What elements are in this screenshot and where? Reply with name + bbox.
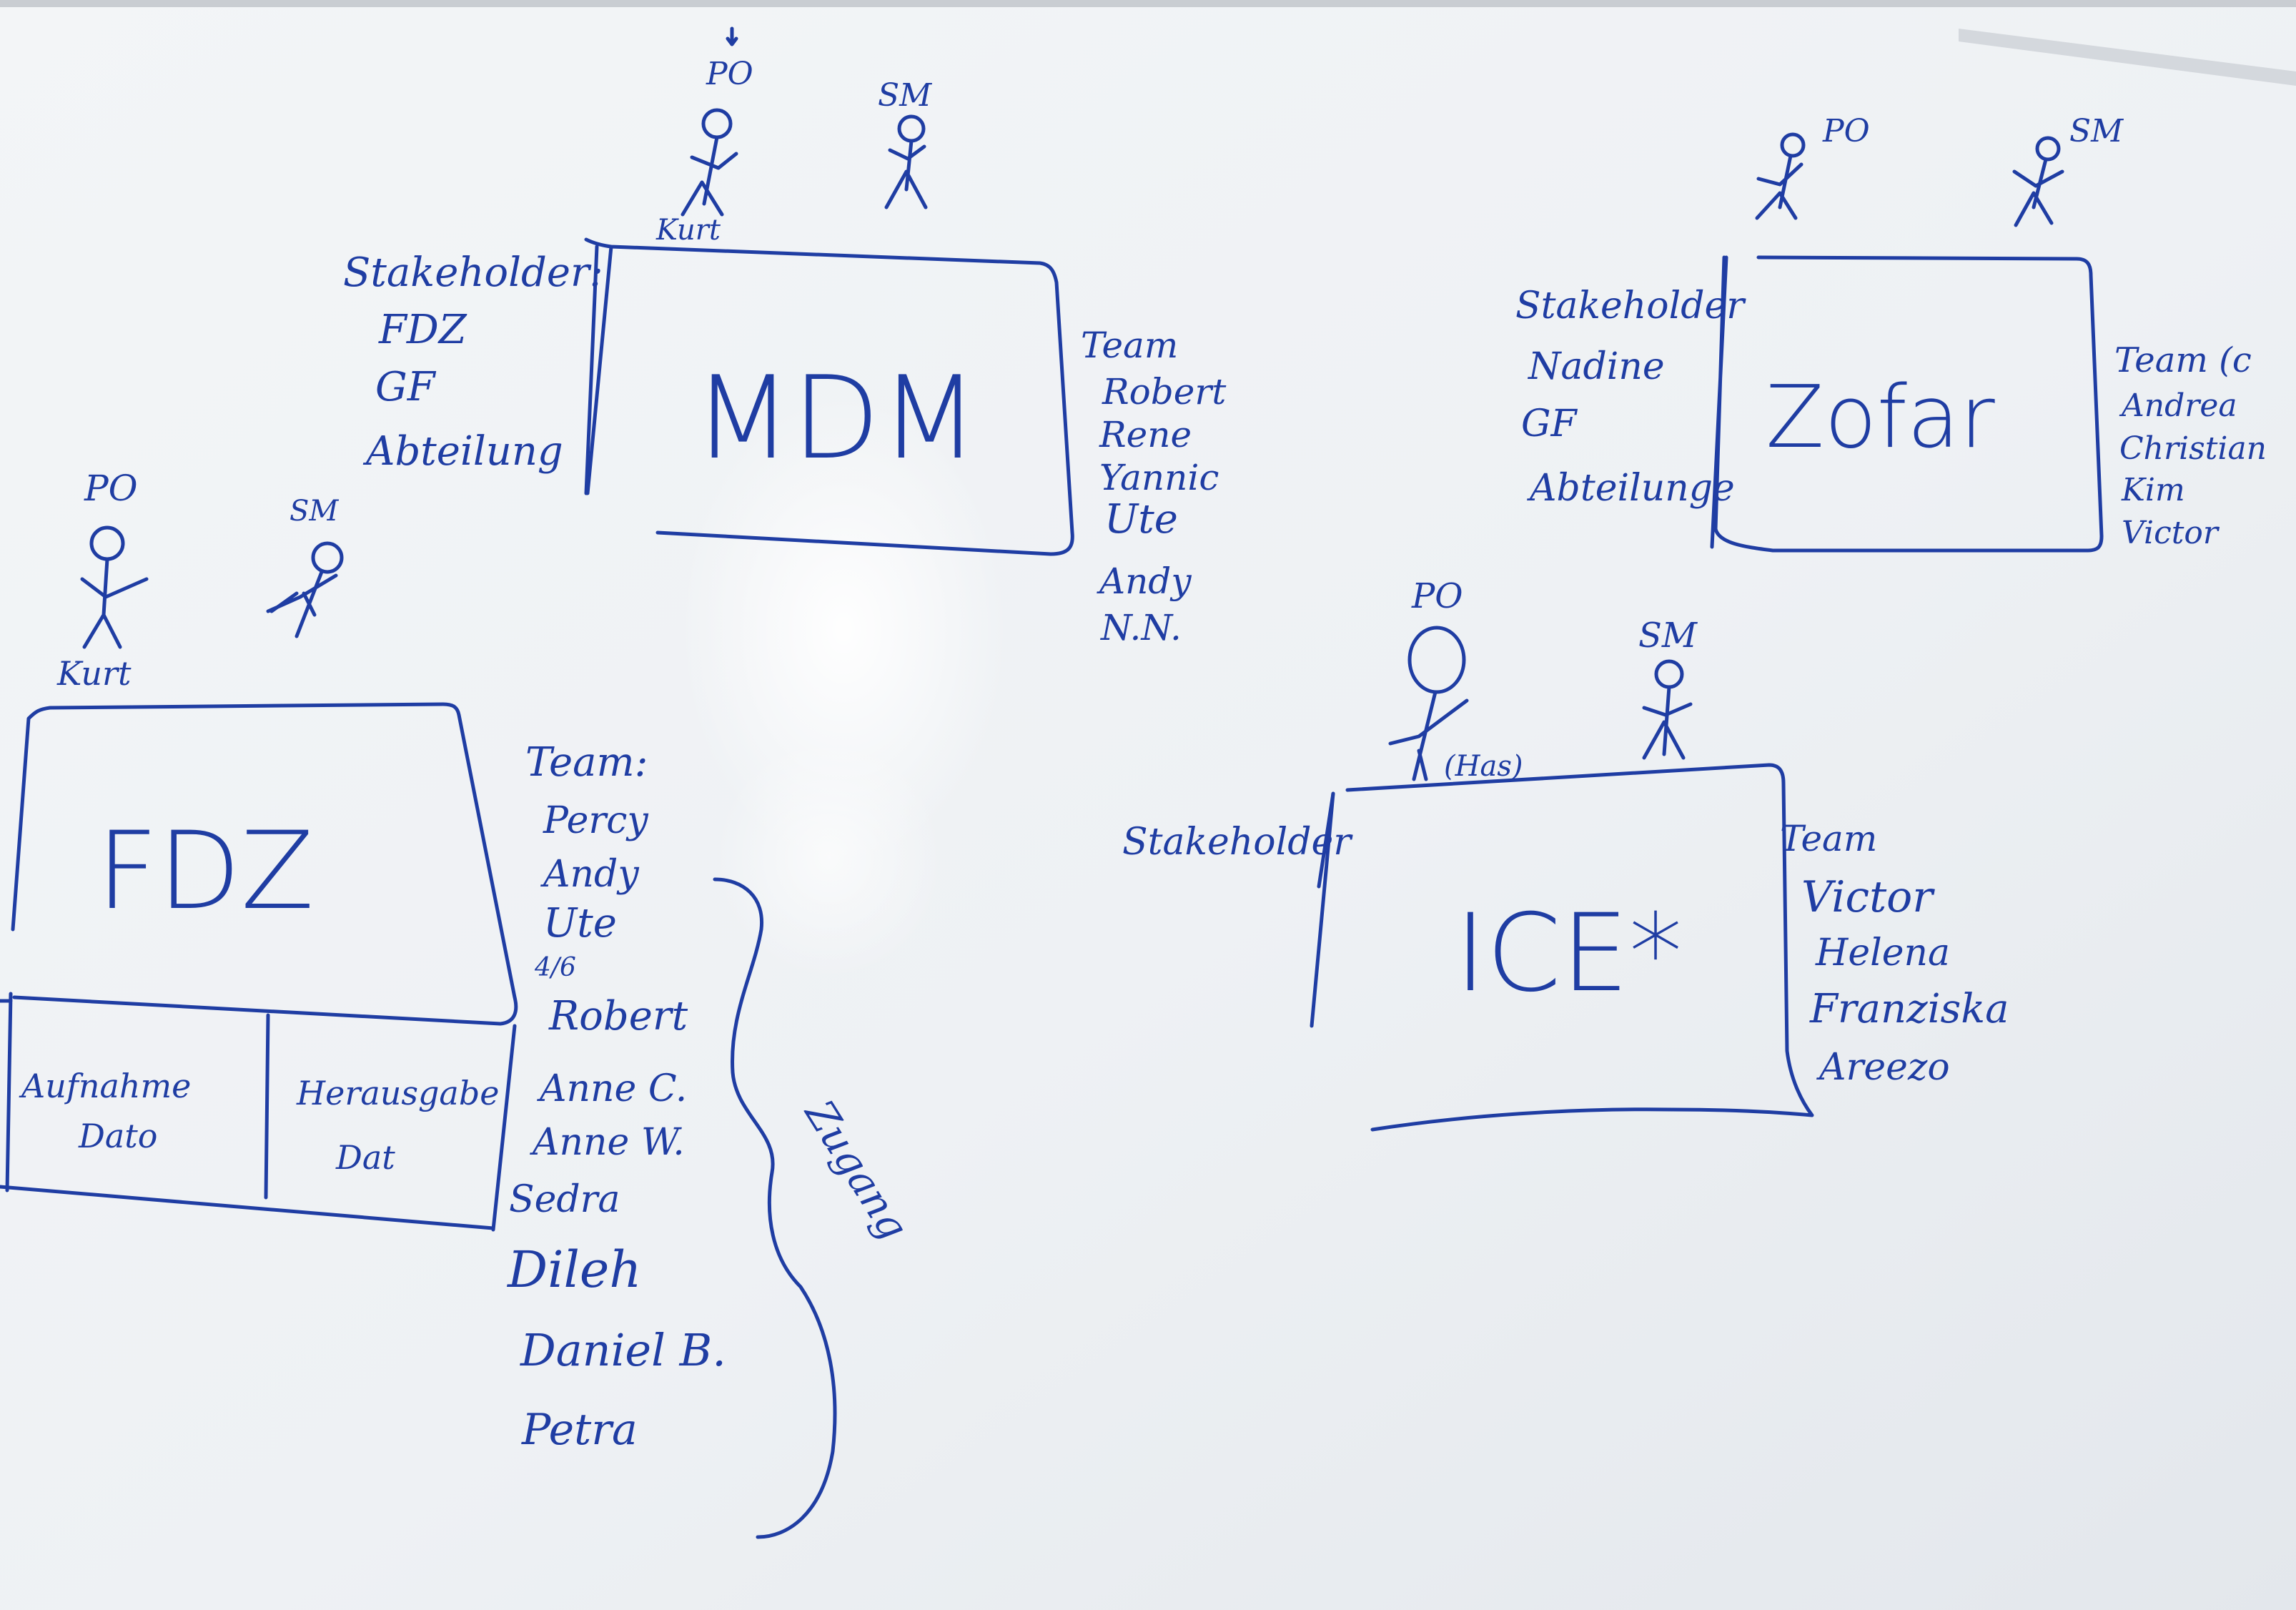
fdz-team-7: Anne W. [530,1121,685,1164]
fdz-team-2: Andy [540,853,639,896]
fdz-box [11,702,518,1026]
zofar-stakeholder-1: Nadine [1527,345,1665,388]
ice-team-3: Franziska [1809,986,2009,1032]
fdz-sub-left-line2: Dato [78,1117,158,1155]
mdm-stakeholder-2: GF [375,364,437,410]
ice-team-4: Areezo [1816,1046,1950,1089]
light-glare [679,393,1008,865]
mdm-team-3: Yannic [1099,457,1219,498]
zofar-po-figure [1755,132,1806,220]
ice-stakeholder-heading: Stakeholder [1122,821,1353,864]
ice-group [1310,626,1814,1132]
ice-team-2: Helena [1815,932,1950,974]
fdz-po-figure [80,525,149,649]
mdm-team-4: Ute [1104,496,1178,543]
fdz-group [0,525,837,1539]
zofar-stakeholder-2: GF [1521,402,1578,445]
mdm-title: MDM [693,351,979,485]
ice-box [1310,763,1814,1132]
fdz-team-brace [713,877,837,1539]
zofar-box [1710,255,2104,553]
ice-po-name: (Has) [1444,750,1523,783]
fdz-sub-left-line1: Aufnahme [19,1067,191,1105]
zofar-title: Zofar [1766,368,1995,468]
zofar-sm-figure [2012,136,2064,227]
mdm-sm-label: SM [878,77,932,114]
ice-team-heading: Team [1780,818,1877,859]
zofar-po-label: PO [1822,113,1870,149]
mdm-group [584,26,1074,556]
mdm-team-6: N.N. [1100,607,1182,648]
mdm-po-name: Kurt [655,214,721,247]
zofar-sm-label: SM [2069,113,2124,149]
fdz-sub-box [0,992,517,1232]
fdz-sm-figure [266,541,344,638]
mdm-po-label: PO [706,56,753,92]
fdz-team-3: Ute [543,900,617,947]
fdz-team-4: 4/6 [534,953,576,982]
mdm-team-2: Rene [1099,414,1192,455]
board-top-frame [0,0,2296,7]
fdz-team-1: Percy [543,799,648,842]
board-right-frame [1959,29,2296,86]
fdz-team-10: Daniel B. [520,1324,726,1376]
mdm-stakeholder-1: FDZ [378,307,467,353]
zofar-team-3: Kim [2121,472,2185,508]
zofar-team-4: Victor [2122,515,2220,551]
ice-team-1: Victor [1801,872,1935,922]
fdz-po-name: Kurt [56,654,132,693]
mdm-box [584,237,1074,556]
mdm-stakeholder-heading: Stakeholder: [343,250,603,296]
zofar-team-1: Andrea [2119,387,2237,424]
zofar-team-heading: Team (c [2114,340,2252,380]
fdz-team-6: Anne C. [537,1067,687,1110]
fdz-po-label: PO [84,468,138,509]
fdz-sub-right-line2: Dat [335,1138,395,1177]
fdz-sub-right-line1: Herausgabe [296,1074,500,1112]
fdz-team-9: Dileh [506,1240,641,1299]
mdm-team-5: Andy [1097,560,1192,602]
fdz-team-11: Petra [521,1405,638,1455]
mdm-po-figure [681,26,738,217]
ice-title: ICE* [1455,892,1683,1016]
mdm-sm-figure [884,114,928,209]
mdm-stakeholder-3: Abteilung [362,428,563,475]
ice-stakeholder-bracket [1317,791,1335,889]
mdm-stakeholder-bracket [584,245,599,495]
zofar-stakeholder-3: Abteilunge [1527,467,1735,510]
ice-po-label: PO [1411,576,1463,616]
ice-sm-figure [1642,659,1693,760]
fdz-team-5: Robert [548,993,688,1039]
zofar-group [1710,132,2104,553]
mdm-team-heading: Team [1081,325,1178,366]
zofar-stakeholder-heading: Stakeholder [1515,285,1746,327]
fdz-sm-label: SM [290,495,339,528]
ice-sm-label: SM [1638,616,1698,656]
mdm-team-1: Robert [1102,371,1227,413]
fdz-team-8: Sedra [509,1178,620,1221]
fdz-team-heading: Team: [525,739,648,786]
fdz-title: FDZ [97,809,315,934]
ice-po-figure [1388,626,1469,781]
light-glare-2 [715,736,944,979]
zofar-team-2: Christian [2119,430,2267,467]
